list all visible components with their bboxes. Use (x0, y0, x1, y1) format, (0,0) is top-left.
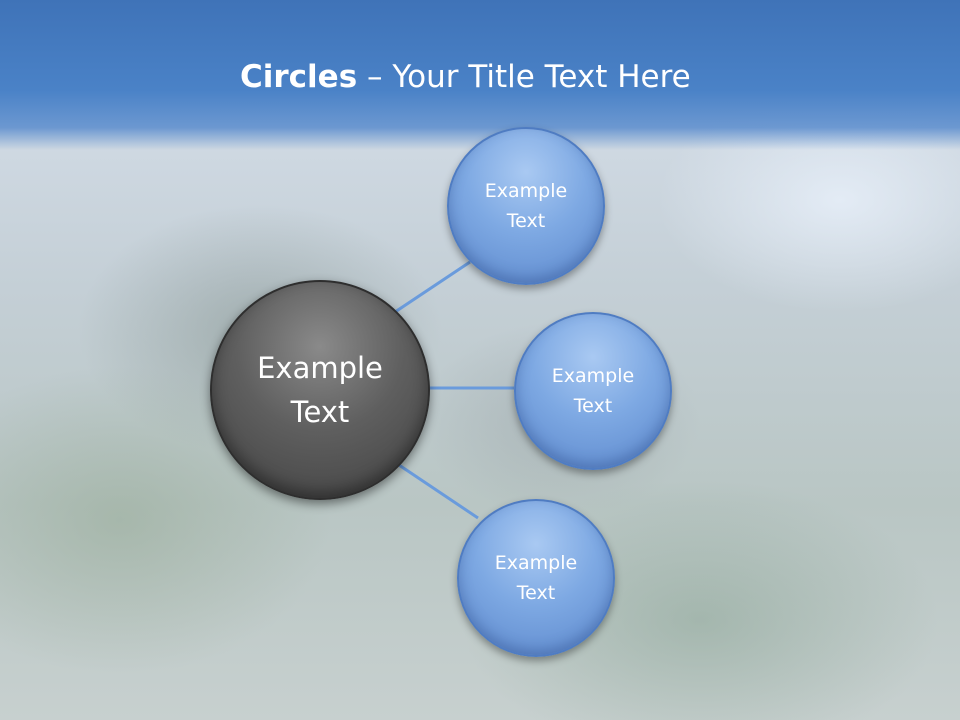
satellite-1-line2: Text (506, 210, 546, 232)
satellite-3-line1: Example (494, 552, 578, 574)
slide-title-rest: – Your Title Text Here (357, 59, 691, 95)
satellite-1-line1: Example (484, 180, 568, 202)
satellite-circle-2[interactable]: Example Text (514, 312, 672, 470)
connector-1 (394, 260, 471, 314)
satellite-3-line2: Text (516, 582, 556, 604)
center-circle-line2: Text (290, 395, 350, 429)
satellite-circle-3[interactable]: Example Text (457, 499, 615, 657)
satellite-2-line1: Example (551, 365, 635, 387)
connector-3 (395, 461, 479, 520)
center-circle-line1: Example (257, 351, 383, 385)
center-circle[interactable]: Example Text (210, 280, 430, 500)
satellite-circle-1[interactable]: Example Text (447, 127, 605, 285)
slide-title-bold: Circles (240, 59, 358, 95)
satellite-2-line2: Text (573, 395, 613, 417)
title-band (0, 0, 960, 150)
slide-title: Circles – Your Title Text Here (240, 52, 691, 102)
